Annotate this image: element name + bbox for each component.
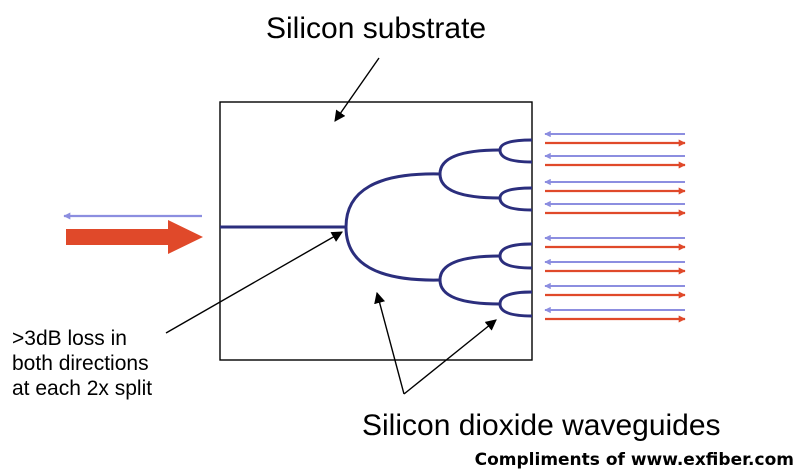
input-forward-arrow xyxy=(66,220,203,254)
waveguide-callout-arrow-right xyxy=(403,319,497,395)
waveguide-split-1 xyxy=(344,172,441,282)
silicon-dioxide-waveguides-label: Silicon dioxide waveguides xyxy=(362,409,721,442)
waveguide-callout-arrow-left xyxy=(374,291,405,395)
waveguide-split-3c xyxy=(498,242,533,270)
loss-note-line-3: at each 2x split xyxy=(12,377,153,400)
loss-callout-arrow xyxy=(165,231,343,334)
silicon-substrate-label: Silicon substrate xyxy=(266,12,487,45)
credit-text: Compliments of www.exfiber.com xyxy=(474,450,794,470)
waveguide-split-2a xyxy=(438,148,501,200)
substrate-callout-arrow xyxy=(334,57,380,122)
waveguide-split-3b xyxy=(498,186,533,212)
waveguide-tree xyxy=(220,138,533,318)
loss-note-line-1: >3dB loss in xyxy=(12,327,127,350)
loss-note-line-2: both directions xyxy=(12,352,149,375)
waveguide-split-3d xyxy=(498,290,533,318)
silicon-substrate-box xyxy=(219,101,533,361)
waveguide-split-2b xyxy=(438,254,501,306)
loss-note: >3dB loss in both directions at each 2x … xyxy=(12,326,212,401)
output-signal-arrows xyxy=(544,130,686,323)
waveguide-split-3a xyxy=(498,138,533,164)
